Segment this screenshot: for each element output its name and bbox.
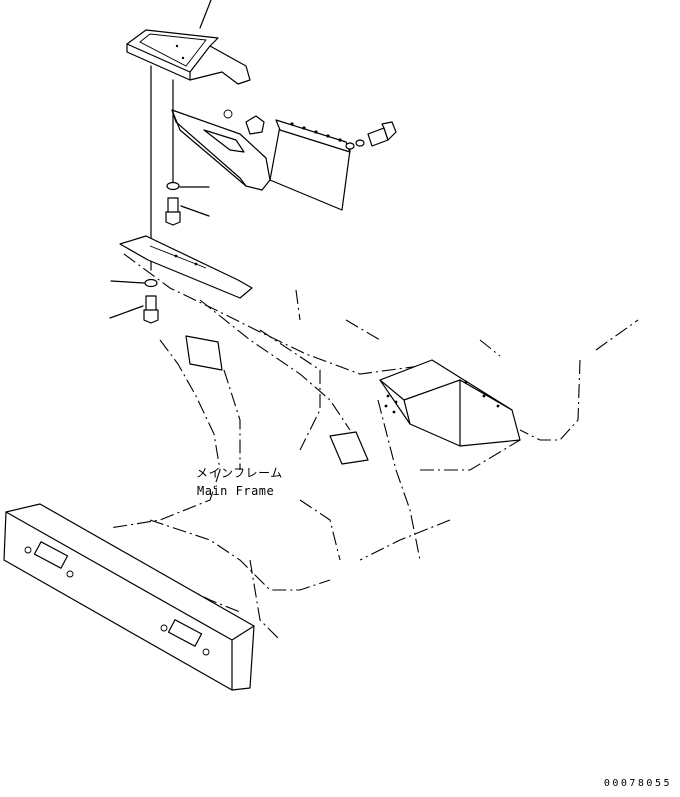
bolt-icon [345, 121, 397, 150]
mounting-bracket [119, 235, 253, 299]
nut-icon [223, 109, 233, 119]
bolt-icon [109, 295, 159, 324]
washer-icon [110, 278, 158, 288]
bolt-icon [165, 197, 210, 226]
box-section [379, 359, 521, 447]
nut-icon [245, 115, 265, 135]
main-frame-label-en: Main Frame [197, 484, 275, 498]
drawing-number: 00078055 [603, 778, 672, 789]
washer-icon [166, 181, 210, 191]
cover-plate [329, 431, 369, 465]
main-frame-label-jp: メインフレーム [196, 466, 283, 480]
leader-line [199, 0, 212, 29]
front-beam [3, 503, 255, 691]
step-plate [126, 0, 251, 85]
main-frame [109, 253, 639, 641]
cover-plate [185, 335, 223, 371]
bracket [171, 109, 271, 191]
rubber-flap [269, 119, 351, 211]
